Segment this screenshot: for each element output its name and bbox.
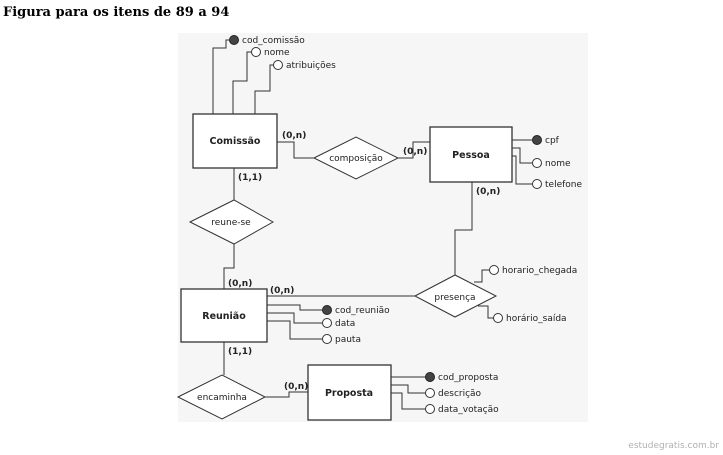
attribute-data-votacao-icon — [425, 404, 435, 414]
attribute-telefone-icon — [532, 179, 542, 189]
rel-composicao-diamond — [312, 136, 400, 180]
card-proposta-encaminha: (0,n) — [284, 382, 308, 392]
rel-reune-se-label: reune-se — [211, 218, 251, 228]
card-comissao-composicao: (0,n) — [282, 131, 306, 141]
key-attribute-cod-comissao-icon — [229, 35, 239, 45]
line-comissao-composicao — [277, 141, 314, 159]
entity-proposta-label: Proposta — [325, 388, 373, 399]
attr-nome-comissao-label: nome — [264, 48, 290, 58]
attr-cod-comissao-label: cod_comissão — [242, 36, 305, 46]
line-descricao — [391, 384, 428, 394]
line-data — [267, 312, 322, 324]
key-attribute-cpf-icon — [532, 135, 542, 145]
line-telefone — [512, 155, 532, 185]
attribute-descricao-icon — [425, 388, 435, 398]
rel-composicao-label: composição — [329, 154, 383, 164]
card-pessoa-composicao: (0,n) — [403, 147, 427, 157]
line-composicao-pessoa — [398, 141, 430, 159]
line-cod-comissao — [212, 39, 230, 114]
card-pessoa-presenca: (0,n) — [476, 187, 500, 197]
attribute-horario-chegada-icon — [489, 265, 499, 275]
line-pessoa-presenca — [454, 182, 473, 275]
attribute-atribuicoes-icon — [273, 60, 283, 70]
attr-cpf-label: cpf — [545, 136, 560, 146]
rel-encaminha-label: encaminha — [197, 393, 247, 403]
line-horario-chegada — [474, 269, 490, 283]
attr-data-votacao-label: data_votação — [438, 405, 499, 415]
attr-cod-proposta-label: cod_proposta — [438, 373, 498, 383]
entity-pessoa-label: Pessoa — [452, 150, 490, 161]
entity-comissao-box — [192, 113, 278, 169]
attr-cod-reuniao-label: cod_reunião — [335, 306, 390, 316]
card-reuniao-encaminha: (1,1) — [228, 347, 252, 357]
attr-horario-chegada-label: horario_chegada — [502, 266, 577, 276]
line-nome-comissao — [232, 51, 252, 114]
attr-nome-pessoa-label: nome — [545, 159, 571, 169]
attr-atribuicoes-label: atribuições — [286, 61, 336, 71]
line-data-votacao — [391, 392, 428, 410]
line-atribuicoes — [254, 64, 274, 114]
attr-pauta-label: pauta — [335, 335, 361, 345]
attribute-pauta-icon — [322, 334, 332, 344]
card-comissao-reune: (1,1) — [238, 173, 262, 183]
rel-presenca-label: presença — [434, 293, 475, 303]
entity-reuniao-box — [180, 288, 268, 343]
rel-presenca-diamond — [413, 274, 498, 318]
key-attribute-cod-reuniao-icon — [322, 305, 332, 315]
key-attribute-cod-proposta-icon — [425, 372, 435, 382]
card-reuniao-reune: (0,n) — [228, 279, 252, 289]
entity-comissao-label: Comissão — [210, 136, 261, 147]
attr-data-label: data — [335, 319, 355, 329]
entity-proposta-box — [307, 364, 392, 421]
attr-telefone-label: telefone — [545, 180, 582, 190]
entity-pessoa-box — [429, 126, 513, 183]
line-horario-saida — [478, 305, 494, 319]
attr-horario-saida-label: horário_saída — [506, 314, 567, 324]
attribute-nome-comissao-icon — [251, 47, 261, 57]
attribute-horario-saida-icon — [493, 313, 503, 323]
attribute-nome-pessoa-icon — [532, 158, 542, 168]
line-cod-reuniao — [267, 304, 322, 311]
line-reune-reuniao — [223, 244, 235, 289]
card-reuniao-presenca: (0,n) — [270, 286, 294, 296]
attribute-data-icon — [322, 318, 332, 328]
line-encaminha-proposta — [265, 391, 308, 398]
rel-reune-se-diamond — [188, 199, 275, 245]
entity-reuniao-label: Reunião — [202, 311, 246, 322]
rel-encaminha-diamond — [176, 374, 267, 420]
line-nome-pessoa — [512, 147, 532, 164]
watermark: estudegratis.com.br — [628, 441, 719, 451]
attr-descricao-label: descrição — [438, 389, 482, 399]
line-pauta — [267, 320, 322, 340]
figure-heading: Figura para os itens de 89 a 94 — [3, 5, 230, 20]
